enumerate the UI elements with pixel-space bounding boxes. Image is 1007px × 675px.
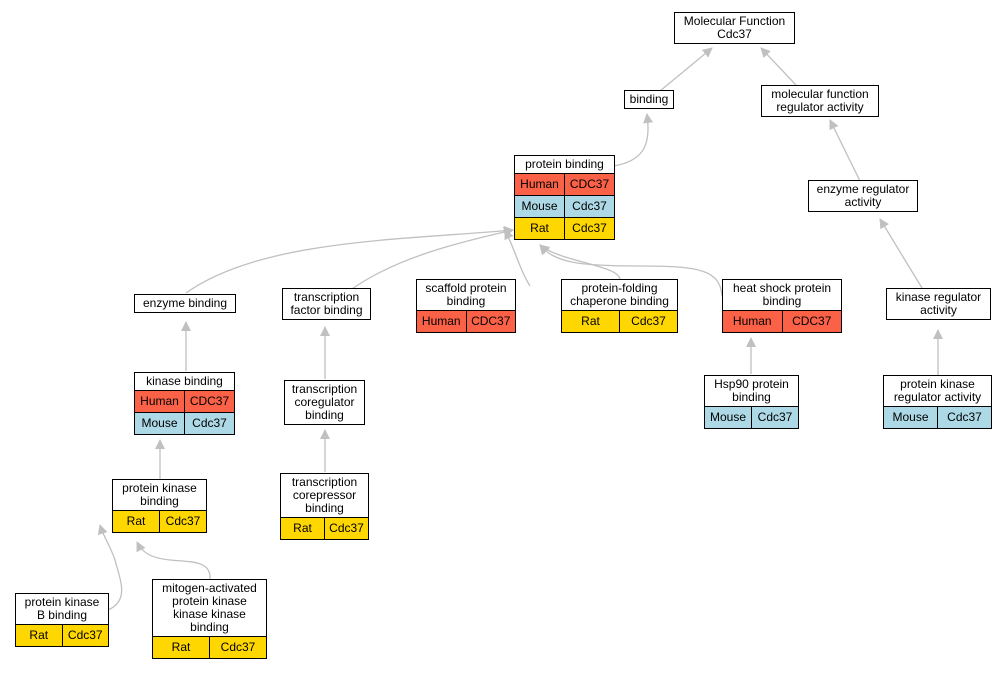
gene-cell: Cdc37 [937,407,991,428]
edge-pb-to-binding [613,113,653,167]
edge-mapk-to-pkb [136,541,211,581]
edge-pfcb-to-pb [539,244,621,281]
edge-spb-to-pb [504,229,531,287]
annotation-row: Mouse Cdc37 [884,406,991,428]
node-title: scaffold protein binding [425,281,507,308]
species-cell: Mouse [884,407,937,428]
node-title: protein kinase binding [122,481,197,508]
node-transcription-corepressor-binding[interactable]: transcription corepressor binding Rat Cd… [280,473,369,540]
gene-cell: Cdc37 [209,637,266,658]
node-scaffold-protein-binding[interactable]: scaffold protein binding Human CDC37 [416,279,516,333]
edge-eb-to-pb [185,225,514,294]
node-heat-shock-protein-binding[interactable]: heat shock protein binding Human CDC37 [722,279,842,333]
node-enzyme-binding[interactable]: enzyme binding [134,294,236,313]
species-cell: Rat [515,218,564,239]
species-cell: Rat [562,311,619,332]
gene-cell: Cdc37 [564,196,614,217]
annotation-row: Rat Cdc37 [16,624,108,646]
species-cell: Human [723,311,782,332]
node-molecular-function[interactable]: Molecular Function Cdc37 [674,12,795,44]
annotation-row: Rat Cdc37 [153,636,266,658]
node-title: protein-folding chaperone binding [570,281,669,308]
gene-cell: Cdc37 [751,407,798,428]
annotation-row: Human CDC37 [515,173,614,195]
node-title: heat shock protein binding [732,281,832,308]
gene-cell: Cdc37 [564,218,614,239]
node-title: binding [629,92,669,106]
annotation-row: Rat Cdc37 [113,510,206,532]
node-protein-kinase-b-binding[interactable]: protein kinase B binding Rat Cdc37 [15,593,109,647]
annotation-row: Mouse Cdc37 [515,195,614,217]
node-binding[interactable]: binding [624,90,674,109]
node-title: transcription corepressor binding [291,475,358,515]
node-title: protein binding [525,157,604,171]
gene-cell: CDC37 [781,311,841,332]
edge-mfra-to-mf [760,47,797,86]
species-cell: Rat [281,518,324,539]
annotation-row: Mouse Cdc37 [135,412,234,434]
gene-cell: Cdc37 [61,625,108,646]
annotation-row: Human CDC37 [135,390,234,412]
annotation-row: Human CDC37 [723,310,841,332]
node-title: transcription factor binding [290,290,363,317]
species-cell: Rat [113,511,159,532]
gene-cell: CDC37 [465,311,515,332]
gene-cell: Cdc37 [184,413,234,434]
species-cell: Rat [16,625,62,646]
species-cell: Human [417,311,466,332]
node-protein-folding-chaperone-binding[interactable]: protein-folding chaperone binding Rat Cd… [561,279,678,333]
gene-cell: Cdc37 [619,311,677,332]
node-protein-binding[interactable]: protein binding Human CDC37 Mouse Cdc37 … [514,155,615,240]
node-title: protein kinase regulator activity [893,377,982,404]
node-kinase-regulator-activity[interactable]: kinase regulator activity [886,288,991,320]
species-cell: Mouse [705,407,751,428]
edge-kra-to-era [879,218,923,289]
gene-cell: CDC37 [184,391,234,412]
node-transcription-factor-binding[interactable]: transcription factor binding [282,288,371,320]
node-protein-kinase-binding[interactable]: protein kinase binding Rat Cdc37 [112,479,207,533]
node-title: enzyme regulator activity [816,182,910,209]
node-molecular-function-regulator-activity[interactable]: molecular function regulator activity [761,85,879,117]
node-title: kinase regulator activity [895,290,982,317]
node-transcription-coregulator-binding[interactable]: transcription coregulator binding [284,380,365,425]
node-title: kinase binding [146,374,223,388]
species-cell: Rat [153,637,209,658]
edge-pkbb-to-pkb [97,524,123,611]
node-title: protein kinase B binding [24,595,100,622]
edge-binding-to-mf [659,47,713,92]
species-cell: Human [515,174,564,195]
edge-hspb-to-pb [539,244,723,297]
node-kinase-binding[interactable]: kinase binding Human CDC37 Mouse Cdc37 [134,372,235,435]
annotation-row: Rat Cdc37 [281,517,368,539]
species-cell: Human [135,391,184,412]
annotation-row: Rat Cdc37 [515,217,614,239]
node-title: enzyme binding [142,296,228,310]
node-mapkkk-binding[interactable]: mitogen-activated protein kinase kinase … [152,579,267,659]
edge-era-to-mfra [829,119,861,182]
annotation-row: Human CDC37 [417,310,515,332]
gene-cell: CDC37 [564,174,614,195]
node-title: Molecular Function Cdc37 [683,14,786,41]
node-protein-kinase-regulator-activity[interactable]: protein kinase regulator activity Mouse … [883,375,992,429]
node-title: Hsp90 protein binding [714,377,789,404]
gene-cell: Cdc37 [324,518,368,539]
node-enzyme-regulator-activity[interactable]: enzyme regulator activity [808,180,918,212]
annotation-row: Mouse Cdc37 [705,406,798,428]
node-title: mitogen-activated protein kinase kinase … [162,581,257,634]
gene-cell: Cdc37 [159,511,206,532]
node-title: molecular function regulator activity [771,87,869,114]
edge-tfb-to-pb [351,227,514,290]
annotation-row: Rat Cdc37 [562,310,677,332]
species-cell: Mouse [515,196,564,217]
node-title: transcription coregulator binding [291,382,358,422]
node-hsp90-protein-binding[interactable]: Hsp90 protein binding Mouse Cdc37 [704,375,799,429]
species-cell: Mouse [135,413,184,434]
